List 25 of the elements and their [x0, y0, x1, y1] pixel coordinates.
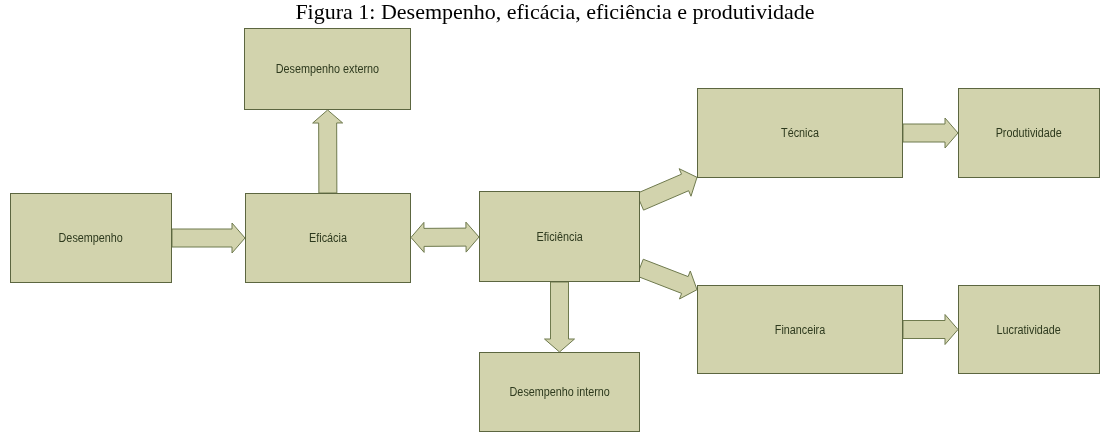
block-arrow	[171, 222, 246, 254]
box-label: Desempenho interno	[509, 385, 610, 399]
process-box	[958, 285, 1100, 374]
block-arrow	[410, 221, 480, 253]
process-box	[479, 352, 640, 432]
box-label: Eficácia	[309, 231, 347, 245]
box-label: Eficiência	[536, 229, 583, 244]
block-arrow	[902, 314, 959, 345]
figure-title: Figura 1: Desempenho, eficácia, eficiência e produtividade	[294, 0, 816, 24]
process-box	[10, 193, 172, 283]
block-arrow	[312, 109, 344, 194]
block-arrow	[544, 281, 575, 353]
box-label: Produtividade	[995, 126, 1062, 140]
process-box	[958, 88, 1100, 178]
process-box	[479, 191, 640, 282]
process-box	[697, 88, 903, 178]
box-label: Desempenho	[58, 231, 124, 245]
process-box	[697, 285, 903, 374]
box-label: Desempenho externo	[275, 62, 380, 76]
box-label: Lucratividade	[996, 322, 1062, 337]
box-label: Financeira	[774, 322, 826, 337]
process-box	[245, 193, 411, 283]
block-arrow	[902, 117, 959, 149]
process-box	[244, 28, 411, 110]
box-label: Técnica	[781, 126, 819, 140]
